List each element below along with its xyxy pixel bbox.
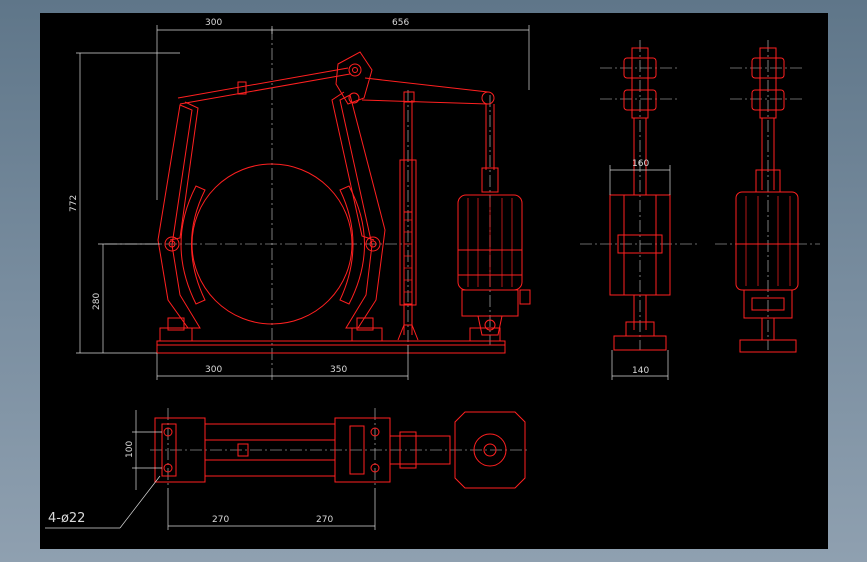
dim-height-center: 280 [92,293,102,310]
right-brake-shoe [339,185,365,305]
front-view [105,28,531,380]
dim-top-right: 656 [392,18,409,28]
lever-bellcrank [335,51,373,105]
thruster-side [735,191,799,291]
dim-top-left: 300 [205,18,222,28]
dim-height-total: 772 [69,195,79,212]
dimensions [45,25,671,530]
side-block-left [609,194,671,296]
dim-plan-right: 270 [316,515,333,525]
base-plate [156,340,506,354]
left-brake-shoe [180,185,206,305]
dim-bottom-right: 350 [330,365,347,375]
side-view-right [715,40,820,353]
hole-callout: 4-ø22 [48,511,85,526]
spring-housing [399,159,417,306]
left-brake-arm [157,104,201,329]
dim-side-base: 140 [632,366,649,376]
plan-view [150,408,530,489]
dim-side-upper: 160 [632,159,649,169]
plan-thruster [454,411,526,489]
dim-bottom-left: 300 [205,365,222,375]
right-brake-arm [339,94,386,329]
side-view-left [580,40,700,351]
dim-plan-left: 270 [212,515,229,525]
dim-plan-vertical: 100 [125,441,135,458]
